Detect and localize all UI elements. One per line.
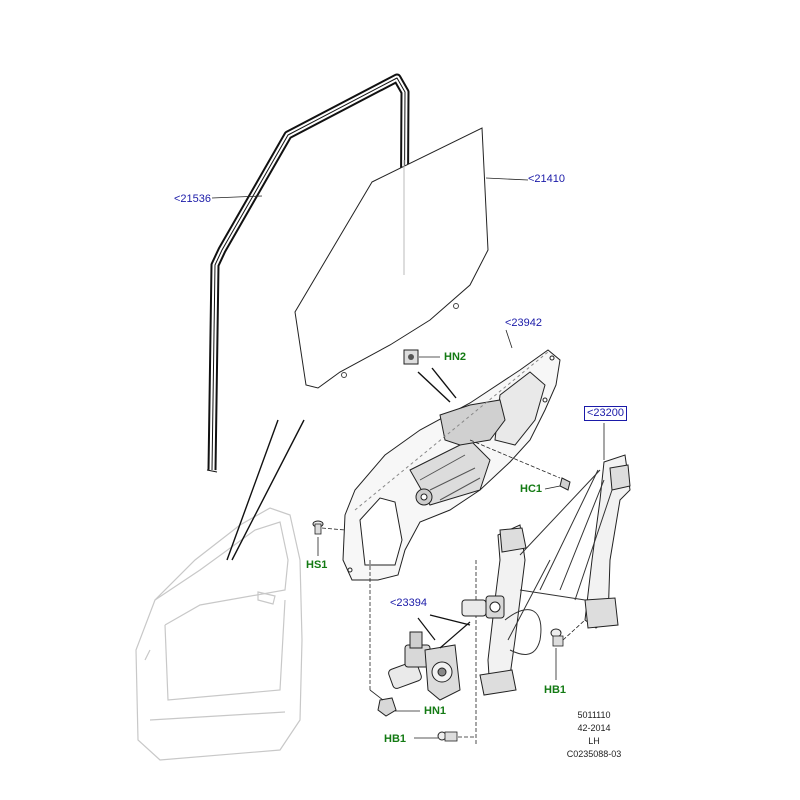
window-regulator <box>539 454 631 629</box>
info-line-4: C0235088-03 <box>566 749 622 759</box>
label-glass-run-seal[interactable]: <21536 <box>174 193 212 205</box>
hs1-screw <box>312 520 346 556</box>
callout-leaders <box>211 177 605 460</box>
info-line-2: 42-2014 <box>577 723 611 733</box>
door-glass <box>294 127 489 389</box>
hn2-nut <box>403 349 440 365</box>
label-hb1-right[interactable]: HB1 <box>544 684 567 696</box>
door-module-carrier <box>342 349 561 581</box>
hc1-clip <box>469 439 571 491</box>
hb1-bolt-right <box>550 619 586 680</box>
info-line-3: LH <box>588 736 600 746</box>
door-leader-lines <box>226 419 305 561</box>
label-door-module-carrier[interactable]: <23942 <box>505 317 543 329</box>
carrier-leader-lines <box>417 367 457 403</box>
label-window-regulator[interactable]: <23200 <box>584 406 628 421</box>
info-block: 5011110 42-2014 LH C0235088-03 <box>560 709 628 761</box>
regulator-motor-upper <box>461 595 505 619</box>
label-regulator-motor[interactable]: <23394 <box>390 597 428 609</box>
label-hs1[interactable]: HS1 <box>306 559 328 571</box>
regulator-left-rail <box>475 469 601 745</box>
motor-leader-lines <box>417 614 471 649</box>
label-door-glass[interactable]: <21410 <box>528 173 566 185</box>
glass-run-seal <box>206 73 410 473</box>
door-outline <box>135 507 303 761</box>
label-hn2[interactable]: HN2 <box>444 351 467 363</box>
label-hc1[interactable]: HC1 <box>520 483 543 495</box>
hn1-nut <box>369 560 420 717</box>
label-hb1-bottom[interactable]: HB1 <box>384 733 407 745</box>
label-hn1[interactable]: HN1 <box>424 705 447 717</box>
hb1-bolt-bottom <box>414 731 476 742</box>
info-line-1: 5011110 <box>577 710 611 720</box>
regulator-motor-lower <box>388 631 461 701</box>
